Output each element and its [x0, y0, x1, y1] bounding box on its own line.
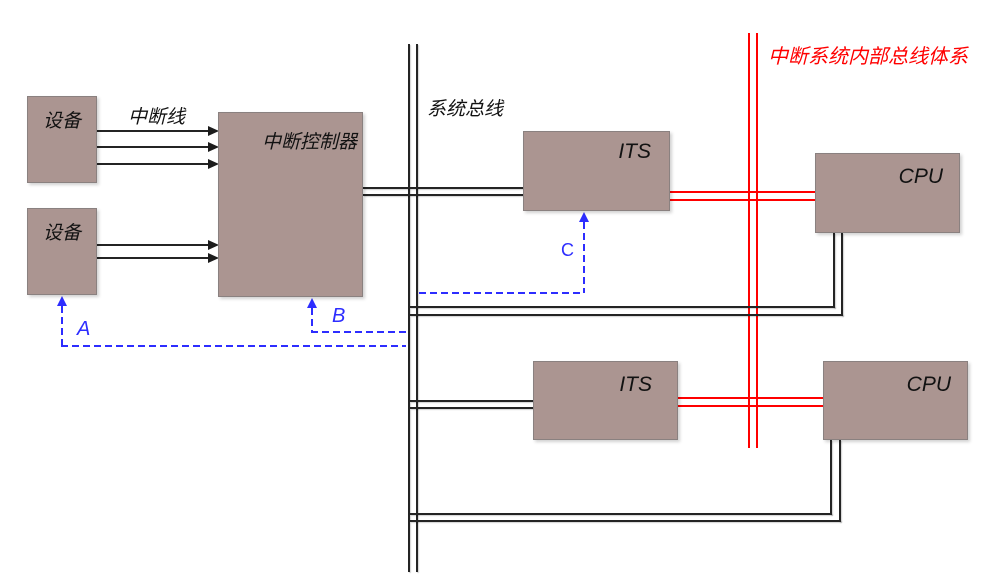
bus-its2-link-top [410, 400, 533, 402]
device-1-label: 设备 [42, 111, 81, 132]
interrupt-wire-1 [97, 130, 209, 132]
marker-c-label: C [561, 240, 574, 260]
bus-its2-link-bottom [410, 407, 533, 409]
cpu2-bus-run-top [410, 513, 832, 515]
cpu2-bus-drop-right [839, 440, 841, 522]
its-1-label: ITS [618, 140, 651, 163]
arrowhead-icon [208, 253, 219, 263]
interrupt-wire-2 [97, 146, 209, 148]
arrowhead-icon [208, 240, 219, 250]
node-interrupt-controller: 中断控制器 [218, 112, 363, 297]
its2-cpu2-link-bottom [678, 405, 823, 407]
interrupt-wire-4 [97, 244, 209, 246]
arrowhead-icon [208, 142, 219, 152]
interrupt-wire-5 [97, 257, 209, 259]
arrowhead-up-icon [579, 212, 589, 222]
cpu2-bus-drop-left [830, 440, 832, 515]
node-cpu-1: CPU [815, 153, 960, 233]
signal-a-vertical [61, 306, 63, 347]
node-its-2: ITS [533, 361, 678, 440]
its-2-label: ITS [619, 373, 652, 396]
cpu-2-label: CPU [906, 373, 951, 396]
signal-a-horizontal [61, 345, 406, 347]
controller-its1-link-bottom [363, 194, 523, 196]
arrowhead-icon [208, 126, 219, 136]
arrowhead-icon [208, 159, 219, 169]
its1-cpu1-link-bottom [670, 199, 815, 201]
arrowhead-up-icon [307, 298, 317, 308]
signal-b-vertical [311, 308, 313, 333]
system-bus-label: 系统总线 [427, 99, 504, 120]
cpu1-bus-run-bottom [410, 314, 843, 316]
signal-c-horizontal [419, 292, 584, 294]
internal-bus-line-left [748, 33, 750, 448]
marker-a-label: A [77, 318, 91, 340]
controller-its1-link-top [363, 187, 523, 189]
node-device-1: 设备 [27, 96, 97, 183]
signal-b-horizontal [311, 331, 406, 333]
its2-cpu2-link-top [678, 397, 823, 399]
cpu1-bus-drop-right [841, 233, 843, 316]
internal-bus-line-right [756, 33, 758, 448]
cpu1-bus-drop-left [833, 233, 835, 308]
cpu2-bus-run-bottom [410, 520, 841, 522]
node-cpu-2: CPU [823, 361, 968, 440]
cpu1-bus-run-top [410, 306, 835, 308]
interrupt-controller-label: 中断控制器 [261, 132, 357, 153]
internal-bus-label: 中断系统内部总线体系 [768, 46, 968, 68]
node-device-2: 设备 [27, 208, 97, 295]
system-bus-line-right [416, 44, 418, 572]
interrupt-wire-3 [97, 163, 209, 165]
its1-cpu1-link-top [670, 191, 815, 193]
system-bus-line-left [408, 44, 410, 572]
cpu-1-label: CPU [898, 165, 943, 188]
interrupt-line-label: 中断线 [128, 107, 186, 128]
node-its-1: ITS [523, 131, 670, 211]
marker-b-label: B [332, 305, 346, 327]
arrowhead-up-icon [57, 296, 67, 306]
device-2-label: 设备 [42, 223, 81, 244]
signal-c-vertical [583, 222, 585, 293]
